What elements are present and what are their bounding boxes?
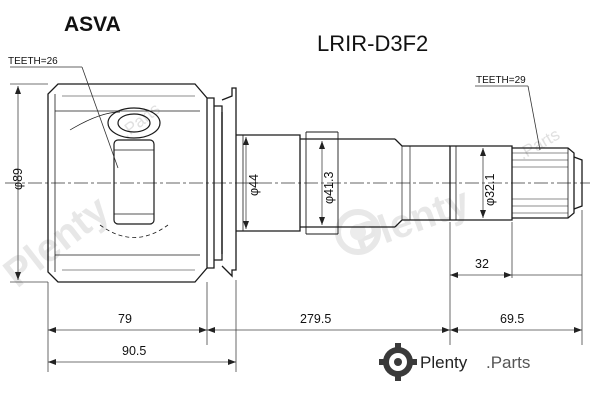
shaft <box>236 131 583 235</box>
dim-text-len-279-5: 279.5 <box>300 312 331 326</box>
tripod-assembly <box>69 107 169 238</box>
diameter-dims <box>10 83 484 283</box>
leader-teeth-left <box>81 66 119 169</box>
shaft-section-44 <box>236 134 301 232</box>
leaders <box>10 66 541 169</box>
teeth-right-label: TEETH=29 <box>476 75 526 86</box>
part-number: LRIR-D3F2 <box>317 31 428 56</box>
dim-text-len-90-5: 90.5 <box>122 344 146 358</box>
watermark-gear-hub-icon <box>350 224 366 240</box>
shaft-spline <box>512 147 575 219</box>
shaft-section-41 <box>300 138 395 228</box>
leader-teeth-right <box>527 85 541 151</box>
roller-top <box>107 107 161 139</box>
dim-text-44: φ44 <box>247 174 261 196</box>
plenty-parts-logo: Plenty .Parts <box>379 343 530 381</box>
dim-text-len-32: 32 <box>475 257 489 271</box>
length-dims <box>47 210 583 372</box>
shaft-section-32 <box>449 145 513 221</box>
tripod-spider <box>113 139 155 225</box>
watermark-parts-left: .Parts <box>117 99 164 141</box>
logo-suffix-text: .Parts <box>486 353 530 372</box>
dim-text-41: φ41.3 <box>322 172 336 204</box>
dim-text-len-79: 79 <box>118 312 132 326</box>
logo-brand-text: Plenty <box>420 353 468 372</box>
dim-arrows <box>15 86 486 280</box>
teeth-left-label: TEETH=26 <box>8 56 58 67</box>
dim-text-len-69-5: 69.5 <box>500 312 524 326</box>
length-arrows <box>48 272 582 365</box>
brand-name: ASVA <box>64 13 121 36</box>
dim-text-32-1: φ32.1 <box>483 174 497 206</box>
dim-text-89: φ89 <box>11 168 25 190</box>
outer-housing <box>47 83 237 283</box>
